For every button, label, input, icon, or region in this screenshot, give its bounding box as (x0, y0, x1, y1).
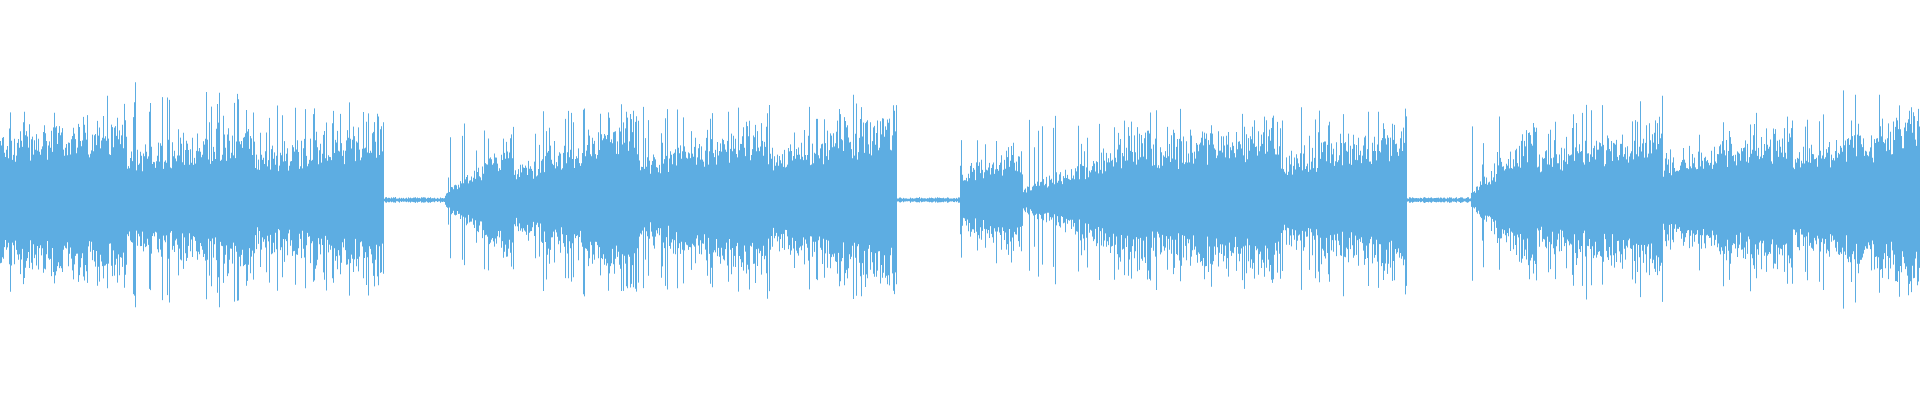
waveform-peaks (0, 82, 1920, 309)
